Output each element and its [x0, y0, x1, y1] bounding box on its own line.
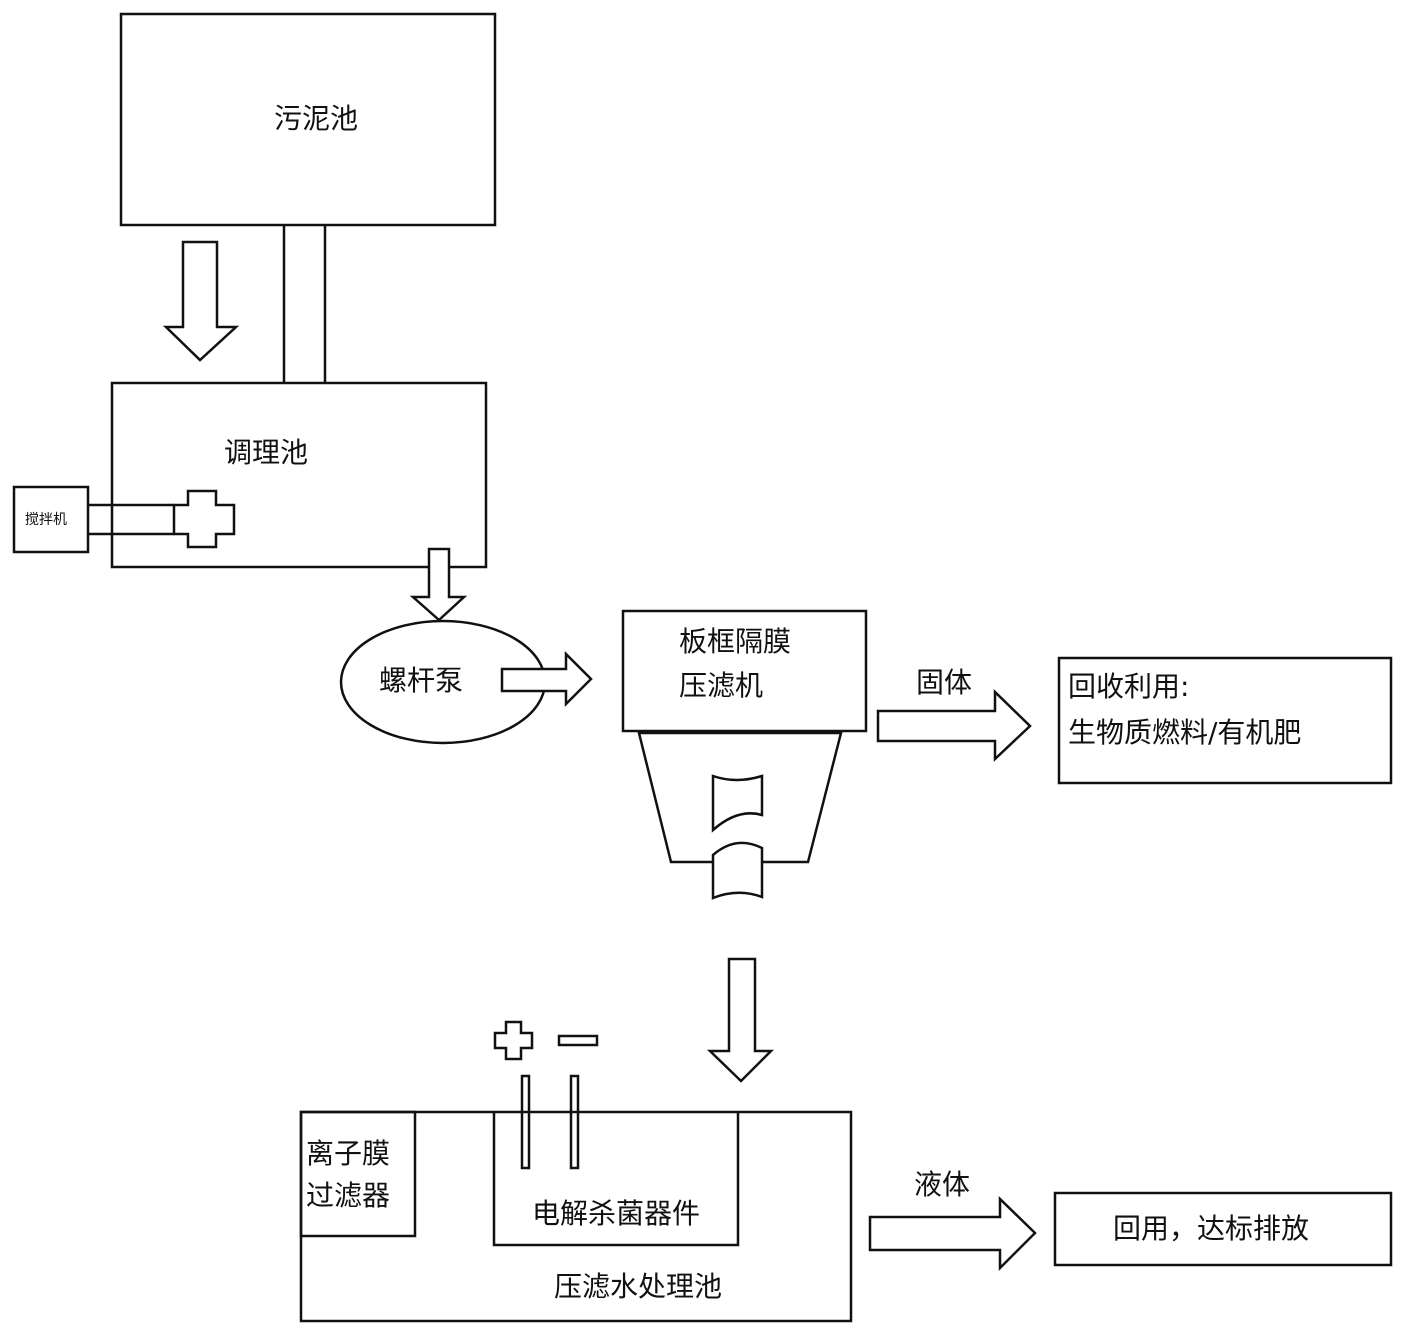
anode-electrode	[520, 1074, 531, 1170]
conditioning-tank-box	[110, 381, 488, 569]
filter-cake-icon-2	[711, 841, 764, 900]
sludge-tank-box	[119, 12, 497, 227]
reuse-discharge-label: 回用，达标排放	[1113, 1212, 1309, 1245]
sludge-tank-label: 污泥池	[274, 102, 358, 135]
mixer-label: 搅拌机	[25, 512, 67, 528]
cathode-electrode	[569, 1074, 580, 1170]
solid-label: 固体	[916, 666, 972, 699]
ion-membrane-label-line2: 过滤器	[306, 1179, 390, 1212]
filter-press-box	[621, 609, 868, 733]
down-arrow-3	[706, 957, 775, 1083]
minus-icon	[557, 1034, 599, 1047]
electrolysis-device-box	[492, 1112, 740, 1247]
filter-press-label-line2: 压滤机	[679, 669, 763, 702]
reuse-discharge-box	[1053, 1191, 1393, 1267]
screw-pump-label: 螺杆泵	[379, 664, 463, 697]
right-arrow-pump-to-press	[500, 650, 593, 708]
treatment-tank-label: 压滤水处理池	[554, 1270, 722, 1303]
filter-press-label-line1: 板框隔膜	[679, 625, 791, 658]
filter-cake-icon-1	[711, 774, 764, 833]
recycle-label-line2: 生物质燃料/有机肥	[1068, 716, 1301, 749]
plus-icon	[493, 1020, 534, 1061]
recycle-label-line1: 回收利用:	[1068, 670, 1189, 703]
mixer-box	[12, 485, 90, 554]
down-arrow-1	[162, 240, 240, 362]
liquid-label: 液体	[914, 1168, 970, 1201]
ion-membrane-label-line1: 离子膜	[306, 1137, 390, 1170]
down-arrow-2	[409, 547, 468, 622]
electrolysis-device-label: 电解杀菌器件	[532, 1197, 700, 1230]
ion-membrane-filter-box	[299, 1110, 417, 1238]
right-arrow-solid	[876, 689, 1032, 762]
mixer-impeller-icon	[172, 489, 236, 549]
conditioning-tank-label: 调理池	[224, 436, 308, 469]
filter-press-hopper	[637, 731, 843, 864]
recycle-box	[1057, 656, 1393, 785]
right-arrow-liquid	[868, 1196, 1037, 1272]
